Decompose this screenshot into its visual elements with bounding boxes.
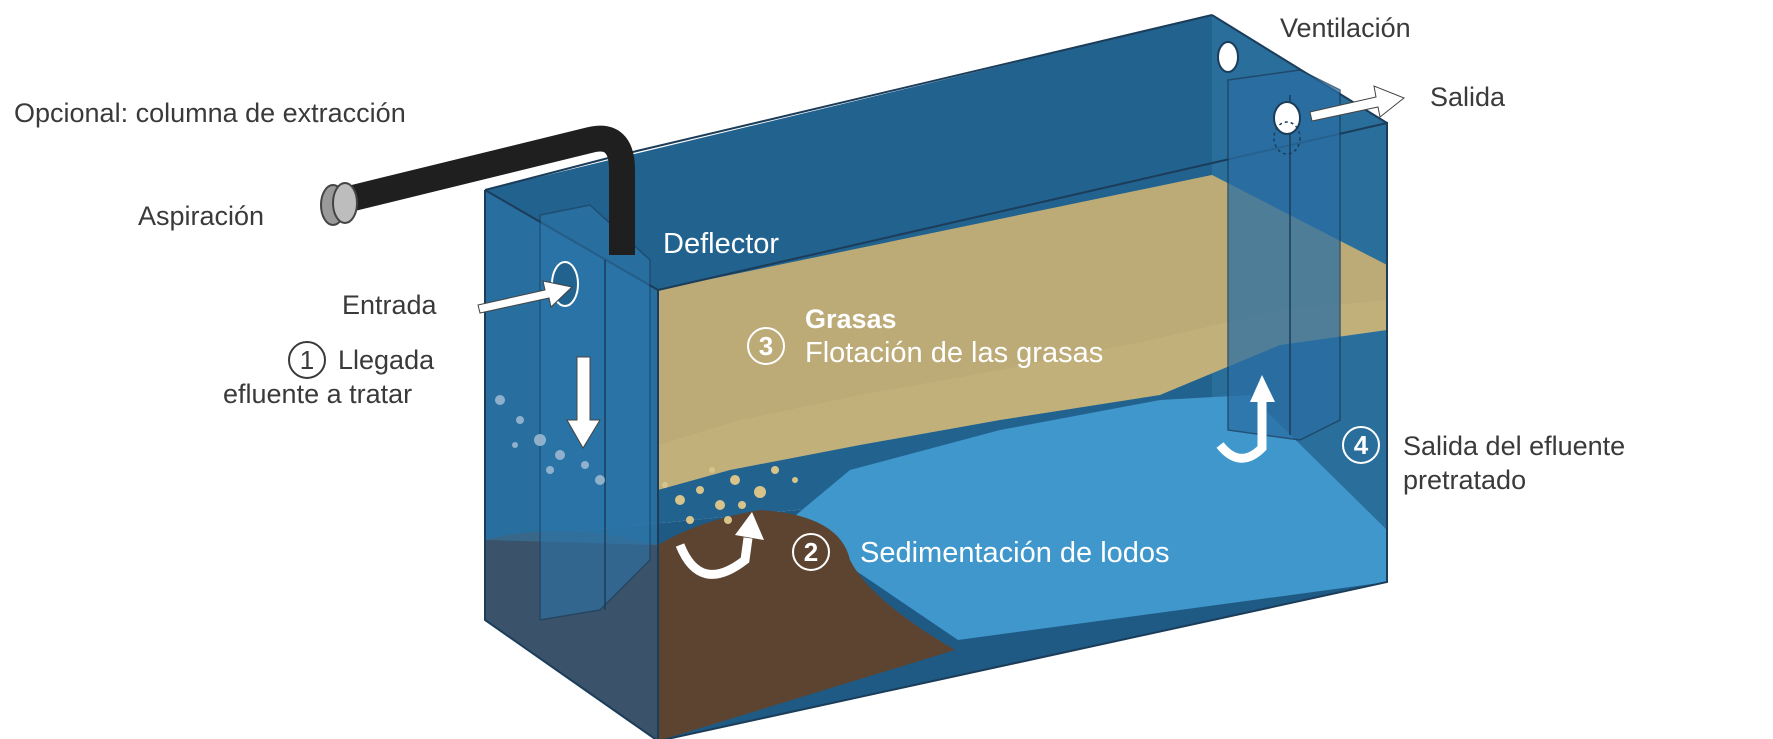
step-3-number: 3	[759, 331, 773, 361]
aspiration-fitting	[320, 182, 358, 226]
outlet-opening-dash	[1273, 121, 1301, 155]
deflector-inlet	[539, 204, 651, 621]
tank-edge	[484, 154, 621, 191]
exit-curve-arrow	[1216, 400, 1267, 463]
step-1-number: 1	[300, 345, 314, 375]
step-2-badge	[792, 533, 830, 571]
step-2-number: 2	[804, 537, 818, 567]
grease-title: Grasas	[805, 304, 897, 334]
grease-subtitle: Flotación de las grasas	[805, 337, 1103, 369]
aspiration-label: Aspiración	[138, 201, 264, 231]
tank-outline-top	[657, 121, 1388, 739]
outlet-label: Salida	[1430, 82, 1506, 112]
tank-edge	[619, 14, 1213, 156]
exit-line2: pretratado	[1403, 465, 1526, 495]
sludge-arrowhead	[735, 512, 764, 540]
sludge-label: Sedimentación de lodos	[860, 537, 1170, 569]
outlet-opening	[1273, 101, 1301, 135]
optional-column-label: Opcional: columna de extracción	[14, 98, 406, 128]
exit-line1: Salida del efluente	[1403, 431, 1625, 461]
ventilation-label: Ventilación	[1280, 13, 1411, 43]
step-1-badge	[288, 341, 326, 379]
exit-arrowhead	[1250, 375, 1275, 402]
down-arrow	[566, 356, 601, 449]
sludge-curve-arrow	[675, 537, 753, 579]
ventilation-opening	[1217, 41, 1239, 73]
grease-layer-top	[658, 175, 1387, 445]
inlet-arrow	[477, 280, 574, 314]
step-3-badge	[747, 327, 785, 365]
outlet-arrow	[1309, 85, 1405, 122]
step-4-number: 4	[1354, 430, 1369, 460]
deflector-outlet	[1227, 69, 1341, 441]
arrival-line2: efluente a tratar	[223, 379, 412, 409]
arrival-line1: Llegada	[338, 345, 435, 375]
deflector-label: Deflector	[663, 228, 779, 260]
step-4-badge	[1342, 426, 1380, 464]
grease-particles	[662, 466, 798, 524]
extraction-pipe	[341, 125, 635, 255]
inlet-label: Entrada	[342, 290, 438, 320]
rising-particles	[495, 395, 605, 485]
